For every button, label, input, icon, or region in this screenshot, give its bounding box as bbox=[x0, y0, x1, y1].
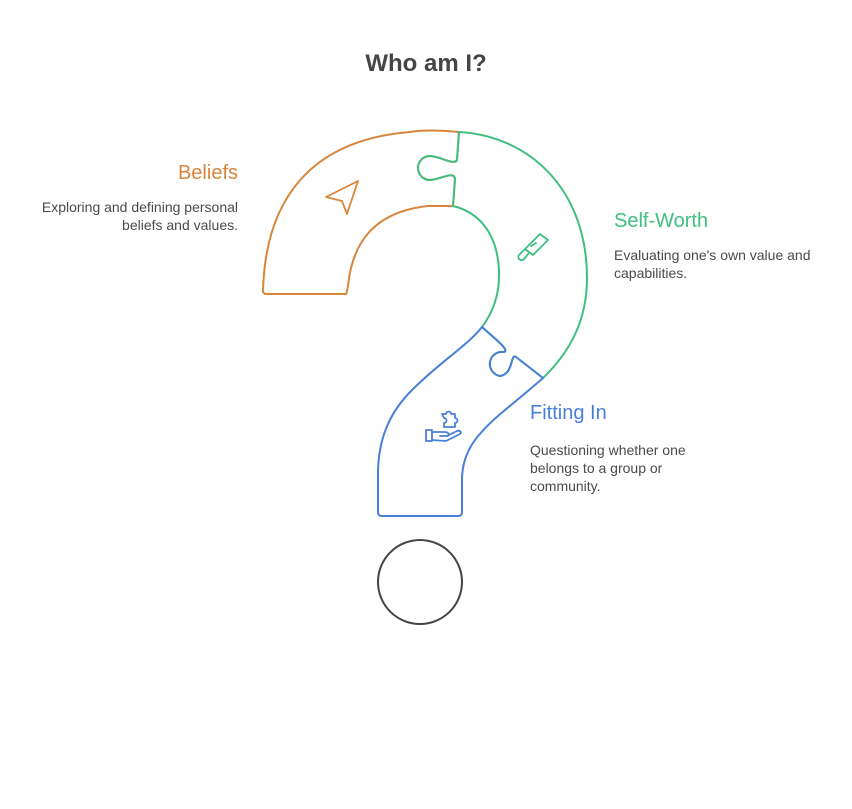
self-worth-heading: Self-Worth bbox=[614, 210, 709, 232]
segment-self-worth-shape bbox=[417, 131, 588, 379]
segment-fitting-in bbox=[377, 326, 544, 517]
segment-self-worth bbox=[417, 131, 588, 379]
diagram-title: Who am I? bbox=[365, 50, 487, 77]
fitting-in-description: Questioning whether one belongs to a gro… bbox=[530, 442, 686, 494]
beliefs-description: Exploring and defining personal beliefs … bbox=[41, 199, 238, 233]
navigation-arrow-icon bbox=[325, 180, 359, 215]
beliefs-heading: Beliefs bbox=[177, 162, 238, 184]
hand-puzzle-icon bbox=[425, 410, 462, 442]
fitting-in-heading: Fitting In bbox=[530, 402, 607, 424]
segment-fitting-in-shape bbox=[377, 326, 544, 517]
question-mark-dot bbox=[377, 539, 463, 625]
self-worth-description: Evaluating one's own value and capabilit… bbox=[614, 247, 811, 281]
pen-icon bbox=[517, 233, 549, 262]
